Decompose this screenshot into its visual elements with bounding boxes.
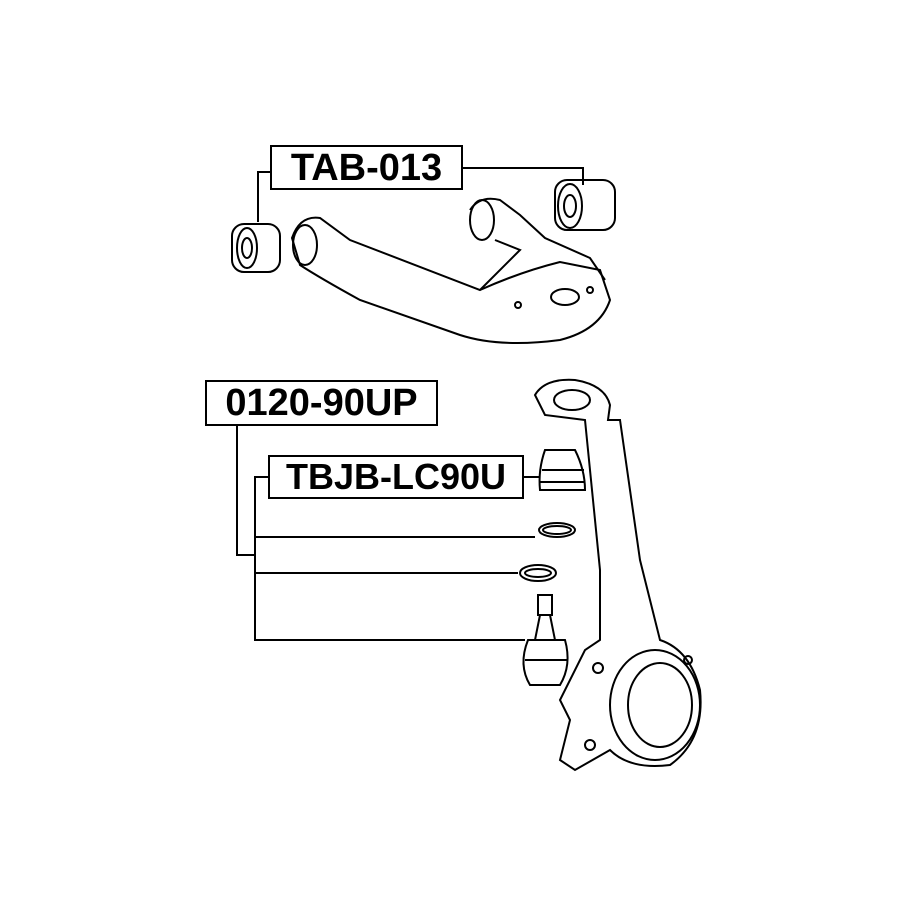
snap-rings xyxy=(519,522,576,582)
upper-control-arm xyxy=(290,197,612,345)
label-0120-90up: 0120-90UP xyxy=(205,380,438,426)
bushing-left xyxy=(231,223,281,273)
dust-boot xyxy=(538,449,587,491)
bushing-right xyxy=(554,179,616,231)
steering-knuckle xyxy=(533,378,702,772)
label-tab-013: TAB-013 xyxy=(270,145,463,190)
ball-stud xyxy=(522,594,569,686)
leader-lines xyxy=(236,167,584,641)
label-tbjb-lc90u: TBJB-LC90U xyxy=(268,455,524,499)
